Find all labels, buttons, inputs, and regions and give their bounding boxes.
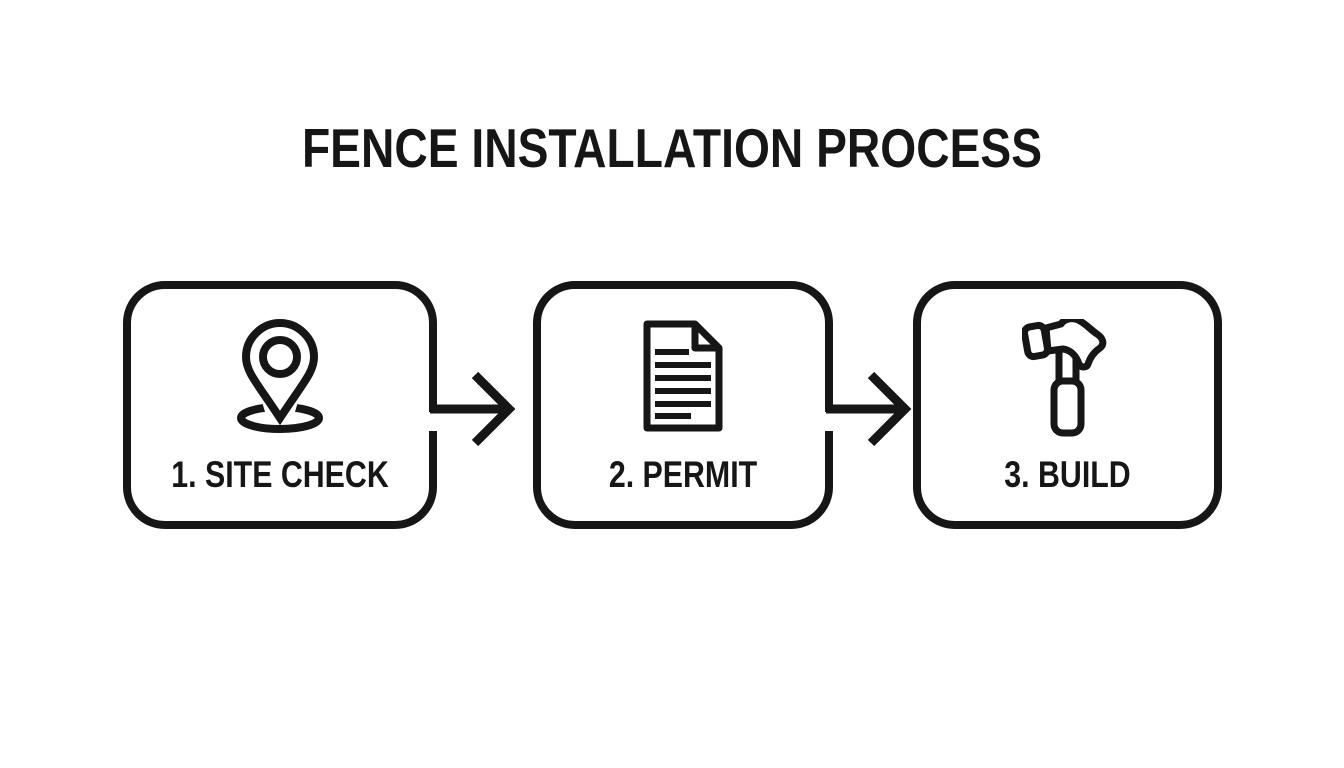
diagram-title: FENCE INSTALLATION PROCESS (301, 117, 1043, 179)
document-icon (641, 319, 725, 439)
step-label-build: 3. BUILD (1004, 454, 1131, 495)
step-box-build: 3. BUILD (913, 281, 1222, 529)
step-label-permit: 2. PERMIT (608, 454, 758, 495)
arrow-right-icon (825, 366, 917, 452)
border-gap (823, 412, 837, 431)
hammer-icon (1021, 319, 1114, 439)
step-box-permit: 2. PERMIT (533, 281, 833, 529)
step-box-site-check: 1. SITE CHECK (123, 281, 437, 529)
border-gap (427, 412, 441, 431)
step-label-site-check: 1. SITE CHECK (171, 454, 389, 495)
arrow-right-icon (429, 366, 521, 452)
location-pin-icon (236, 319, 324, 439)
